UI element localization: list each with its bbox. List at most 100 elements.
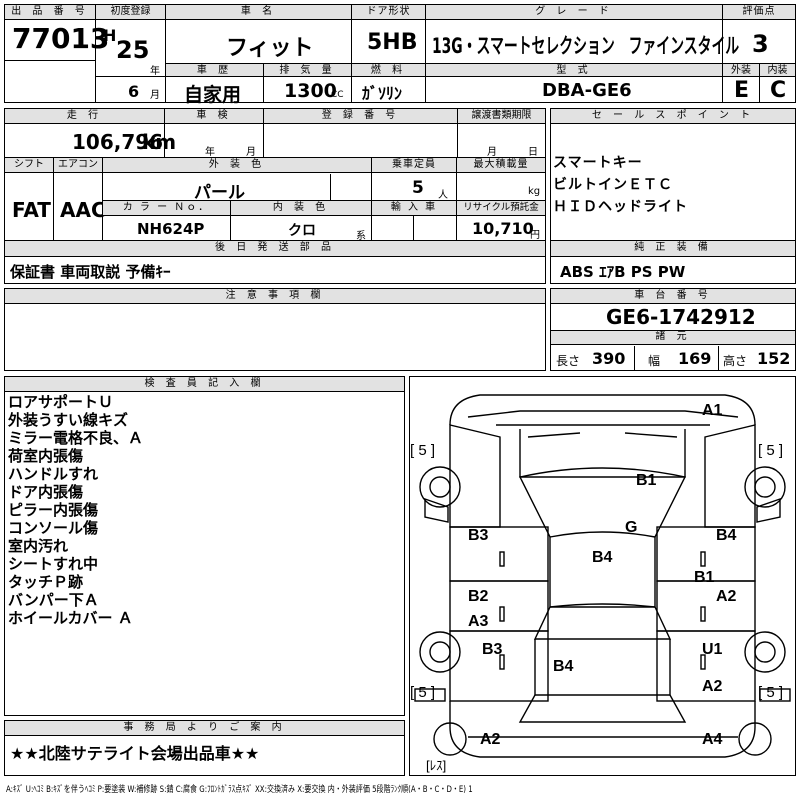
load-label: 最大積載量	[457, 158, 545, 173]
capacity-label: 乗車定員	[372, 158, 456, 173]
tire-mark-front-left: [ 5 ]	[410, 442, 435, 459]
inspector-note-line: 外装うすい線キズ	[8, 411, 129, 429]
history-label: 車 歴	[166, 64, 263, 77]
ext-color: パール	[194, 183, 245, 203]
inspection-label: 車 検	[165, 109, 263, 124]
damage-mark-a2-rear: A2	[702, 678, 723, 695]
inspector-note-line: ピラー内張傷	[8, 501, 99, 519]
history: 自家用	[184, 84, 242, 106]
office-label: 事 務 局 よ り ご 案 内	[5, 721, 404, 736]
door-label: ドア形状	[352, 5, 425, 20]
inspector-note-line: ロアサポートＵ	[8, 393, 114, 411]
tire-mark-rear-left: [ 5 ]	[410, 684, 435, 701]
capacity-unit: 人	[438, 190, 448, 201]
ac-label: エアコン	[54, 158, 102, 173]
transfer-month-unit: 月	[487, 147, 497, 158]
mileage: 106,796	[72, 130, 164, 154]
tire-mark-front-right: [ 5 ]	[758, 442, 783, 459]
caution-label: 注 意 事 項 欄	[5, 289, 545, 304]
office-message: ★★北陸サテライト会場出品車★★	[10, 744, 260, 763]
damage-mark-g: G	[625, 519, 637, 536]
color-no: NH624P	[137, 220, 205, 238]
caution-section	[4, 288, 546, 371]
chassis-section	[550, 288, 796, 371]
mileage-unit: km	[142, 130, 177, 154]
lot-number: 77013	[12, 22, 110, 55]
grade: 13G・スマートセレクション ファインスタイル	[432, 34, 740, 58]
width-label: 幅	[648, 354, 661, 368]
damage-mark-b3-rear: B3	[482, 641, 503, 658]
score: 3	[752, 30, 769, 58]
shift: FAT	[12, 198, 51, 222]
office-section	[4, 720, 405, 776]
sales-point-2: ビルトインＥＴＣ	[553, 177, 673, 193]
transfer-day-unit: 日	[528, 147, 538, 158]
later-parts-label: 後 日 発 送 部 品	[5, 241, 545, 257]
equipment: ABS ｴｱB PS PW	[560, 263, 686, 281]
ac: AAC	[60, 198, 106, 222]
damage-mark-b4-right: B4	[716, 527, 737, 544]
damage-mark-a2-bumper: A2	[480, 731, 501, 748]
score-label: 評価点	[723, 5, 795, 20]
damage-mark-u1: U1	[702, 641, 723, 658]
displacement-label: 排 気 量	[264, 64, 351, 77]
registration-label: 登 録 番 号	[264, 109, 457, 124]
inspector-note-line: バンパー下Ａ	[8, 591, 99, 609]
transfer-label: 譲渡書類期限	[458, 109, 545, 124]
damage-diagram	[409, 376, 796, 776]
grade-label: グ レ ー ド	[426, 5, 722, 20]
model-label: 型 式	[426, 64, 722, 77]
inspector-note-line: 室内汚れ	[8, 537, 69, 555]
capacity: 5	[412, 178, 424, 198]
import-label: 輸 入 車	[372, 201, 456, 216]
chassis-label: 車 台 番 号	[551, 289, 795, 304]
damage-mark-b2: B2	[468, 588, 489, 605]
int-color-label: 内 装 色	[231, 201, 371, 216]
lot-number-label: 出 品 番 号	[5, 5, 95, 20]
first-reg-label: 初度登録	[96, 5, 165, 20]
later-parts: 保証書 車両取説 予備ｷｰ	[10, 263, 171, 281]
sales-point-label: セ ー ル ス ポ イ ン ト	[551, 109, 795, 124]
color-no-label: カ ラ ー Ｎｏ．	[103, 201, 230, 216]
ext-grade-label: 外装	[723, 64, 759, 77]
fuel-label: 燃 料	[352, 64, 425, 77]
header-section	[4, 4, 796, 103]
sales-point-1: スマートキー	[553, 155, 643, 171]
inspector-note-line: 荷室内張傷	[8, 447, 84, 465]
inspection-month-unit: 月	[246, 147, 256, 158]
damage-mark-a3: A3	[468, 613, 489, 630]
inspector-note-line: ドア内張傷	[8, 483, 84, 501]
width: 169	[678, 349, 712, 368]
era: H	[103, 26, 117, 45]
inspector-note-line: コンソール傷	[8, 519, 99, 537]
damage-mark-b1-right: B1	[694, 569, 715, 586]
recycle-unit: 円	[530, 230, 540, 241]
inspector-note-line: タッチＰ跡	[8, 573, 84, 591]
inspection-year-unit: 年	[205, 147, 215, 158]
inspector-note-line: ホイールカバー Ａ	[8, 609, 133, 627]
mileage-label: 走 行	[5, 109, 164, 124]
chassis-number: GE6-1742912	[606, 305, 756, 329]
vehicle-detail-section	[4, 108, 546, 284]
length: 390	[592, 349, 626, 368]
car-diagram: [ 5 ] [ 5 ] [ 5 ] [ 5 ] A1 B1 G B3 B4 B4…	[410, 394, 791, 773]
inspector-note-line: ミラー電格不良、Ａ	[8, 429, 144, 447]
damage-mark-b4-roof: B4	[592, 549, 613, 566]
equipment-label: 純 正 装 備	[551, 241, 795, 257]
les-label: [ﾚｽ]	[426, 758, 446, 773]
recycle-label: リサイクル預託金	[457, 201, 545, 216]
year: 25	[116, 36, 150, 64]
damage-mark-a4: A4	[702, 731, 723, 748]
month-unit: 月	[150, 90, 160, 101]
damage-mark-a1: A1	[702, 402, 723, 419]
displacement-unit: CC	[331, 90, 344, 100]
shift-label: シフト	[5, 158, 53, 173]
inspector-note-line: シートすれ中	[8, 555, 99, 573]
height: 152	[757, 349, 791, 368]
displacement: 1300	[284, 80, 337, 102]
sales-point-3: ＨＩＤヘッドライト	[553, 199, 688, 215]
door-type: 5HB	[367, 30, 418, 55]
inspector-label: 検 査 員 記 入 欄	[5, 377, 404, 392]
recycle: 10,710	[472, 219, 534, 238]
